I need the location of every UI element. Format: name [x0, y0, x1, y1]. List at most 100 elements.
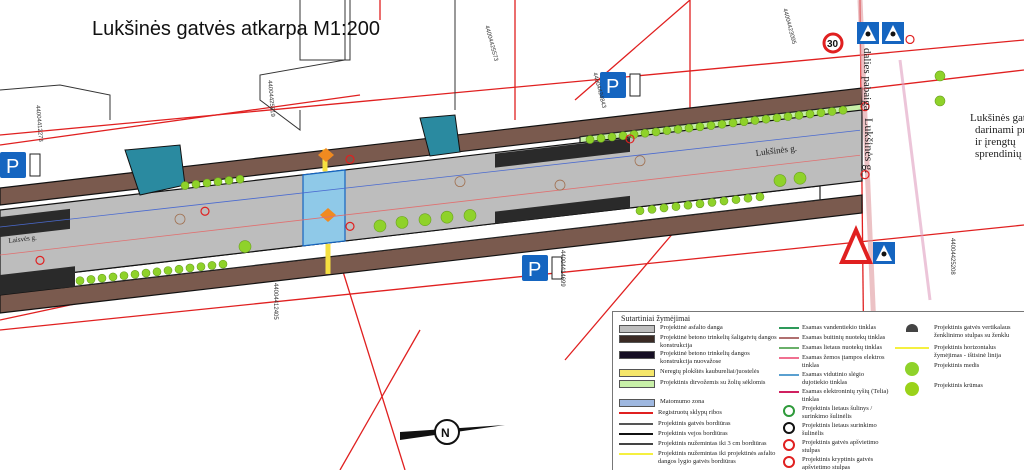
legend-label: Projektinis gatvės bordiūras: [658, 420, 731, 427]
manhole-icon: [554, 179, 566, 191]
shrub: [640, 128, 650, 138]
north-arrow-icon: [434, 419, 460, 445]
pedestrian-figure: [865, 31, 871, 37]
shrub: [783, 112, 793, 121]
parking-bay: [495, 195, 630, 224]
crosswalk: [302, 169, 346, 247]
shrub: [130, 270, 140, 279]
speed-limit-value: 30: [827, 39, 839, 50]
parcel-number: 44004425208: [949, 238, 955, 275]
shrub: [108, 272, 118, 282]
shrub: [163, 266, 173, 275]
legend-label: Projektinis lietaus šulinys / surinkimo …: [802, 405, 873, 420]
shrub: [706, 121, 716, 130]
sign-post-icon: [551, 256, 563, 280]
tactile-paving: [318, 148, 334, 162]
legend-label: Projektinis krūmas: [934, 382, 983, 389]
shrub: [235, 174, 245, 184]
street-lamp-icon: [345, 154, 355, 164]
parking-sign-letter: P: [528, 259, 541, 281]
street-lamp-icon: [35, 255, 45, 265]
tree: [418, 213, 432, 226]
parcel-number: 44004414699: [559, 250, 565, 287]
legend-item: Projektinė betono trinkelių dangos konst…: [619, 350, 778, 365]
legend-item: Projektinis krūmas: [895, 382, 1024, 396]
legend-label: Projektinis vejos bordiūras: [658, 430, 728, 437]
tree: [773, 174, 787, 187]
manhole-icon: [454, 176, 466, 188]
shrub: [731, 195, 741, 204]
tactile-paving: [320, 208, 336, 222]
utility-corridor: [898, 59, 932, 301]
legend-swatch: [619, 433, 653, 435]
shrub: [585, 135, 595, 144]
shrub: [838, 105, 848, 115]
parking-bay: [0, 266, 75, 295]
note-line-3: ir įrengtų: [975, 136, 1016, 148]
legend-label: Projektinis lietaus surinkimo šulinėlis: [802, 422, 877, 437]
speed-limit-sign-icon: [822, 32, 844, 54]
utility-line: [0, 154, 861, 256]
legend-label: Projektinis medis: [934, 362, 980, 369]
shrub: [761, 114, 771, 124]
legend-item: Esamas lietaus nuotekų tinklas: [779, 344, 890, 352]
legend-item: Projektinis nužemintas iki projektinės a…: [619, 450, 776, 465]
street-lamp-icon: [625, 134, 635, 144]
legend-item: Projektinis nužemintas iki 3 cm bordiūra…: [619, 440, 776, 448]
legend-swatch: [779, 337, 799, 339]
legend-label: Projektinis nužemintas iki projektinės a…: [658, 450, 776, 465]
note-line-2: darinami prie: [975, 124, 1024, 136]
legend-item: Projektinis horizontalus žymėjimas - išt…: [895, 344, 1024, 359]
legend-item: Projektinė betono trinkelių šaligatvių d…: [619, 334, 778, 349]
shrub: [635, 206, 645, 216]
shrub: [805, 109, 815, 119]
legend-label: Projektinė betono trinkelių dangos konst…: [660, 350, 750, 365]
legend-swatch: [619, 423, 653, 425]
legend-label: Esamas žemos įtampos elektros tinklas: [802, 354, 885, 369]
shrub: [97, 273, 107, 283]
shrub: [202, 178, 212, 188]
north-arrow-letter: N: [441, 426, 450, 440]
shrub: [728, 118, 738, 128]
parking-bay: [495, 137, 630, 168]
building-outline: [0, 84, 111, 120]
legend-swatch: [783, 456, 795, 468]
legend-swatch: [779, 374, 799, 376]
shrub: [662, 126, 672, 135]
building-outline: [259, 0, 346, 131]
legend-item: Projektinis gatvės vertikalaus ženklinim…: [895, 324, 1024, 339]
shrub: [707, 198, 717, 207]
legend-item: Esamas buitinių nuotekų tinklas: [779, 334, 890, 342]
legend-item: Esamas žemos įtampos elektros tinklas: [779, 354, 890, 369]
pedestrian-figure: [881, 251, 887, 257]
legend-swatch: [906, 324, 918, 332]
legend-swatch: [783, 405, 795, 417]
parcel-boundary: [574, 0, 691, 101]
street-lamp-icon: [200, 206, 210, 216]
street-label-right: Lukšinės g.: [862, 118, 876, 174]
legend-swatch: [905, 382, 919, 396]
parking-sign-icon: [600, 72, 626, 98]
legend-item: Esamas vandentiekio tinklas: [779, 324, 890, 332]
parcel-boundary: [0, 94, 361, 146]
parcel-number: 44004412405: [272, 283, 278, 320]
shrub: [772, 113, 782, 123]
shrub: [743, 193, 753, 203]
shrub: [207, 261, 217, 270]
parking-sign-icon: [0, 152, 26, 178]
shrub: [750, 116, 760, 125]
tree: [373, 219, 387, 233]
legend-swatch: [783, 422, 795, 434]
drawing-title: Lukšinės gatvės atkarpa M1:200: [92, 18, 380, 40]
legend-item: Projektinis vejos bordiūras: [619, 430, 776, 438]
legend-item: Esamas elektroninių ryšių (Telia) tinkla…: [779, 388, 890, 403]
legend-label: Projektinis nužemintas iki 3 cm bordiūra…: [658, 440, 767, 447]
legend-swatch: [619, 325, 655, 333]
legend-label: Projektinis gatvės apšvietimo stulpas: [802, 439, 879, 454]
shrub: [174, 264, 184, 274]
legend-swatch: [619, 380, 655, 388]
parcel-boundary: [0, 39, 1024, 136]
shrub: [671, 202, 681, 211]
legend-label: Projektinis kryptinis gatvės apšvietimo …: [802, 456, 874, 470]
